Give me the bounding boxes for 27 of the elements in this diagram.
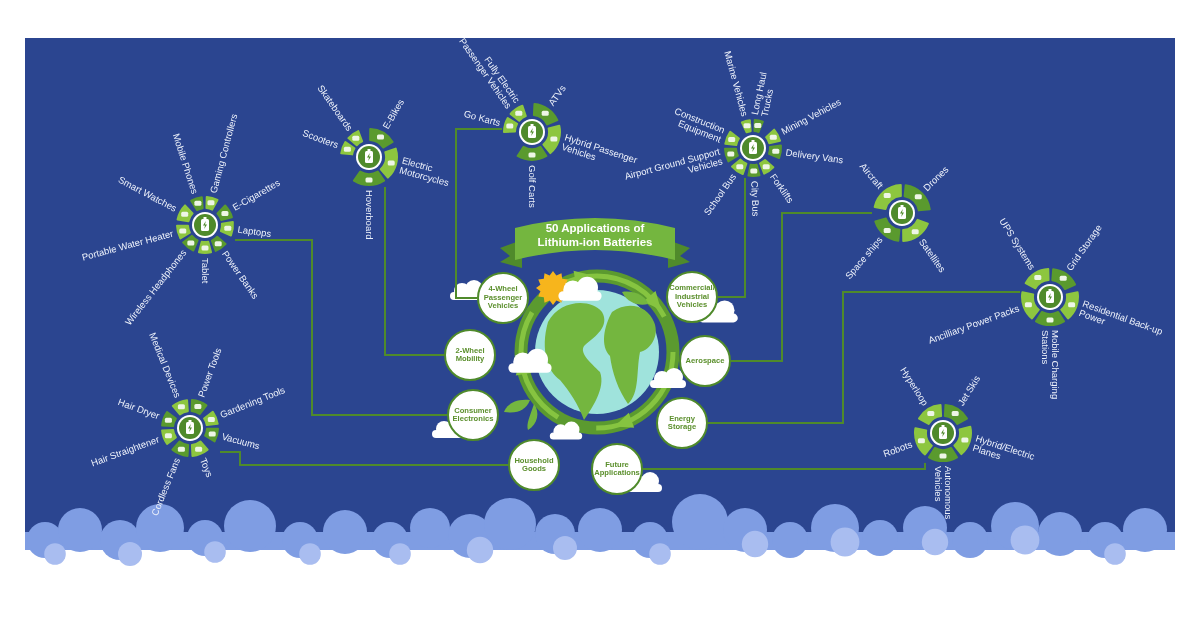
application-label: Go Karts: [462, 108, 502, 129]
application-label: Robots: [881, 439, 914, 460]
segmented-wheel: [160, 398, 220, 458]
connector-line: [234, 239, 448, 416]
application-label: Hoverboard: [363, 190, 375, 240]
connector-line: [730, 212, 873, 362]
connector-line: [219, 451, 509, 466]
application-label: Mobile Charging Stations: [1039, 330, 1061, 400]
connector-line: [384, 186, 445, 356]
application-label: Laptops: [236, 224, 272, 240]
application-label: Golf Carts: [526, 165, 538, 208]
connector-line: [717, 177, 746, 298]
connector-line: [707, 291, 1021, 424]
application-label: Tablet: [199, 258, 211, 284]
application-label: Long Haul Trucks: [749, 70, 777, 118]
banner-title: 50 Applications of Lithium-ion Batteries: [536, 222, 654, 250]
application-label: Mobile Phones: [170, 132, 200, 196]
connector-line: [455, 128, 503, 299]
application-label: Vacuums: [220, 431, 261, 452]
connector-line: [642, 462, 926, 470]
application-label: Autonomous Vehicles: [932, 466, 954, 522]
application-label: Power Tools: [196, 346, 224, 399]
application-label: City Bus: [749, 180, 761, 217]
application-label: Marine Vehicles: [722, 50, 750, 118]
application-label: Delivery Vans: [784, 147, 844, 166]
application-label: Toys: [197, 456, 215, 479]
application-label: Hair Dryer: [116, 397, 161, 422]
